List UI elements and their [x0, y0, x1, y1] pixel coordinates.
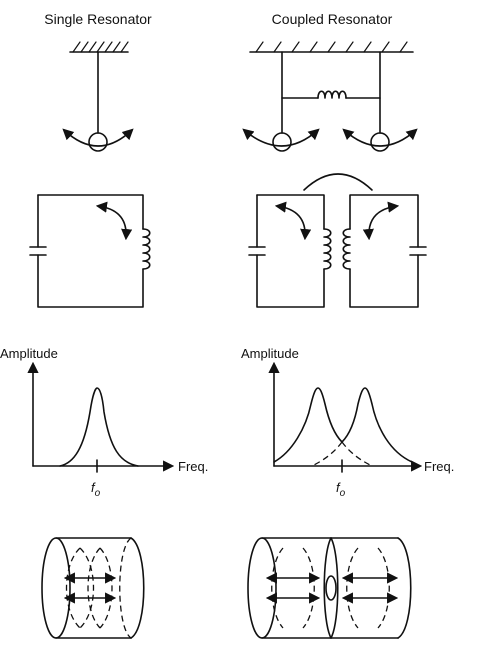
right-x-axis-label: Freq. [424, 459, 454, 474]
single-cavity-resonator [41, 537, 145, 639]
left-x-axis-label: Freq. [178, 459, 208, 474]
right-f0-tick-label: fo [336, 480, 346, 499]
single-resonator-title: Single Resonator [44, 11, 152, 27]
coupled-lc-circuits [248, 173, 427, 308]
coupled-resonator-title: Coupled Resonator [272, 11, 393, 27]
coupled-pendulums [242, 41, 418, 152]
left-y-axis-label: Amplitude [0, 346, 58, 361]
coupled-cavity-resonator [247, 537, 412, 639]
single-pendulum [62, 41, 134, 152]
coupled-amplitude-plot: Amplitude Freq. fo [241, 346, 454, 499]
single-amplitude-plot: Amplitude Freq. fo [0, 346, 208, 499]
right-y-axis-label: Amplitude [241, 346, 299, 361]
left-f0-tick-label: fo [91, 480, 101, 499]
single-lc-circuit [29, 194, 151, 308]
